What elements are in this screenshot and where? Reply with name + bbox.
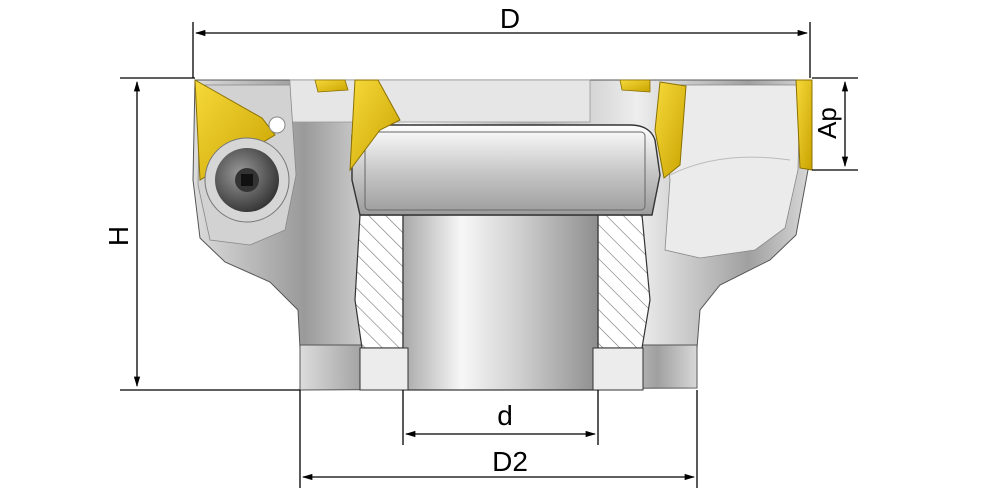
bore	[402, 214, 599, 391]
top-boss	[351, 124, 661, 216]
hatched-wall-right	[597, 214, 651, 349]
dimensions	[120, 22, 858, 488]
insert-center-right	[654, 81, 687, 179]
section-view	[351, 124, 661, 391]
label-d2: D2	[492, 446, 528, 477]
insert-center-left	[349, 79, 401, 172]
label-h: H	[103, 226, 134, 246]
keyway-left	[359, 347, 409, 391]
label-d-bore: d	[497, 400, 513, 431]
label-d-outer: D	[500, 3, 520, 34]
hatched-wall-left	[354, 214, 404, 349]
dimension-labels: D H Ap d D2	[103, 3, 842, 477]
insert-top-2	[619, 79, 651, 93]
insert-top-1	[314, 79, 349, 93]
label-ap: Ap	[812, 107, 842, 139]
keyway-right	[592, 347, 644, 391]
clamp-screw	[204, 116, 290, 223]
